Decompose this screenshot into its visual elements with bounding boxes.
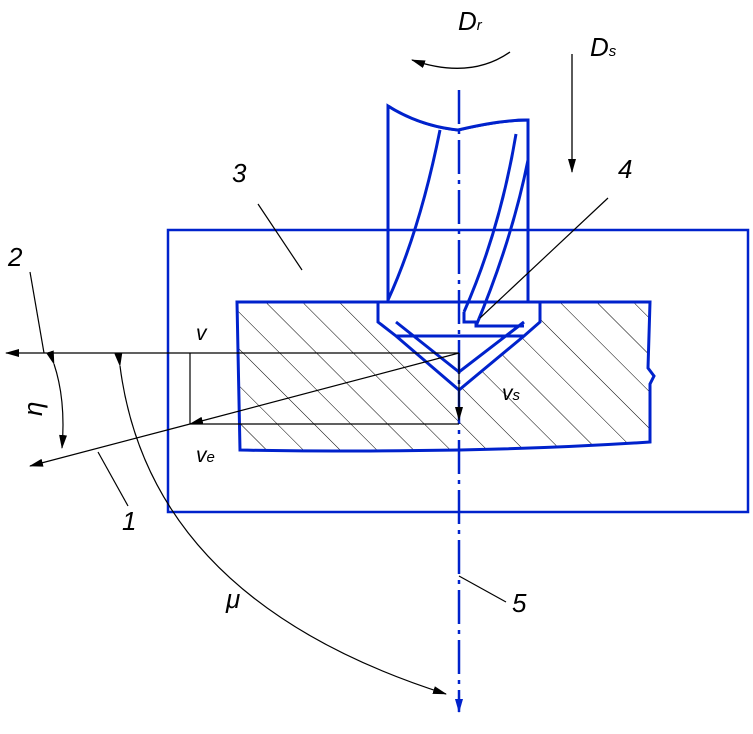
leader-lines bbox=[29, 197, 609, 603]
eta-arc bbox=[46, 350, 68, 449]
label-ve-sub: e bbox=[207, 449, 215, 466]
mu-arc bbox=[114, 352, 447, 695]
svg-text:vs: vs bbox=[502, 382, 521, 405]
leader-3 bbox=[257, 203, 303, 271]
leader-2 bbox=[29, 271, 45, 354]
svg-text:Ds: Ds bbox=[590, 32, 617, 62]
label-v: v bbox=[196, 322, 208, 345]
label-mu: μ bbox=[225, 584, 240, 614]
svg-text:Dr: Dr bbox=[458, 6, 483, 36]
drill-web bbox=[462, 312, 524, 328]
label-feed-sub: s bbox=[609, 43, 617, 60]
label-feed-D: D bbox=[590, 32, 609, 62]
label-eta: η bbox=[18, 402, 48, 416]
drill-flute-3 bbox=[474, 159, 530, 327]
label-pos-5: 5 bbox=[512, 588, 527, 618]
label-pos-4: 4 bbox=[618, 154, 632, 184]
label-vs: v bbox=[502, 382, 514, 405]
svg-text:ve: ve bbox=[196, 444, 215, 467]
label-pos-2: 2 bbox=[7, 242, 23, 272]
label-rotation-sub: r bbox=[477, 17, 483, 34]
label-ve: v bbox=[196, 444, 208, 467]
leader-1 bbox=[97, 451, 129, 507]
ve-extension bbox=[29, 423, 191, 467]
label-pos-1: 1 bbox=[122, 506, 136, 536]
leader-5 bbox=[458, 575, 507, 603]
drill-flute-2 bbox=[462, 133, 518, 313]
drill-flute-1 bbox=[386, 129, 442, 301]
label-rotation-D: D bbox=[458, 6, 477, 36]
label-vs-sub: s bbox=[513, 387, 521, 404]
leader-4 bbox=[479, 197, 609, 319]
label-pos-3: 3 bbox=[232, 158, 247, 188]
rotation-arrow bbox=[411, 51, 511, 69]
